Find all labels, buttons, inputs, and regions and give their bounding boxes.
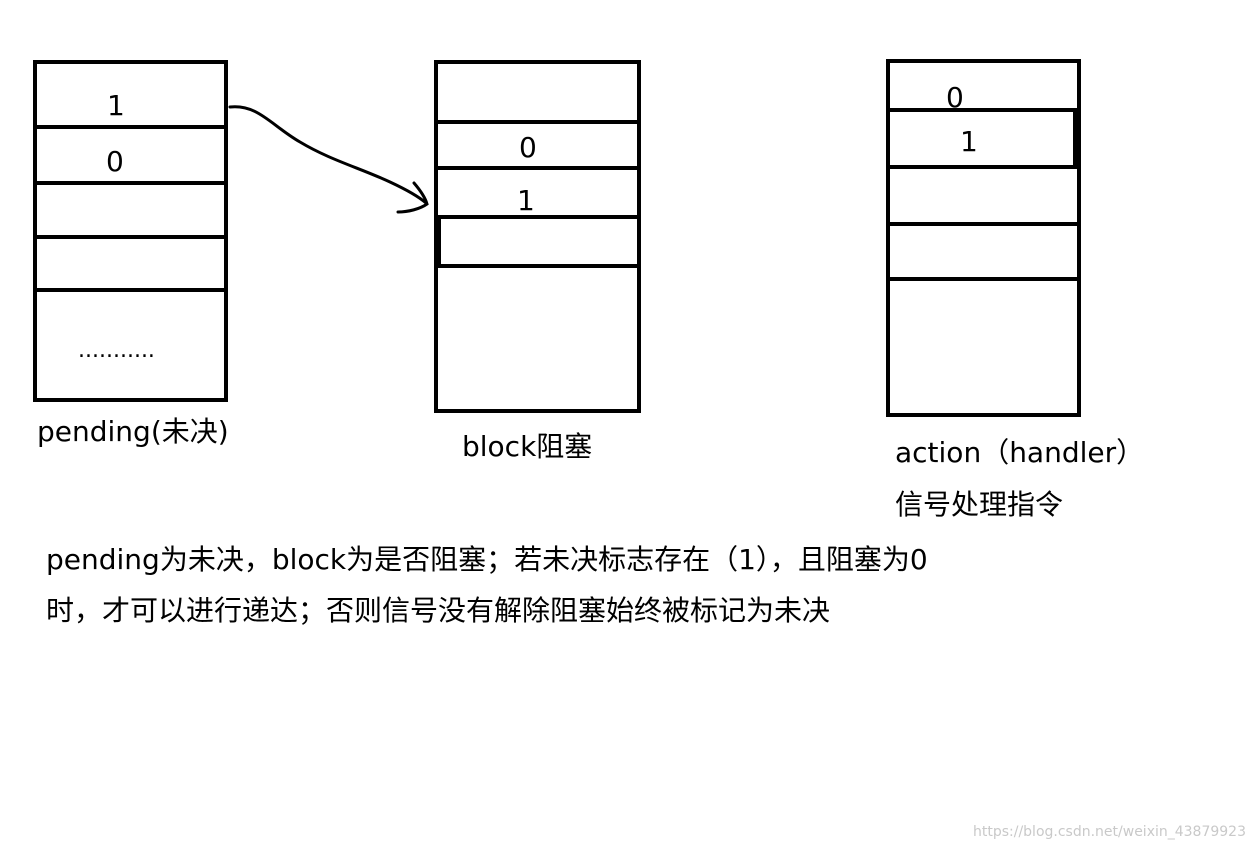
pending-table (33, 60, 228, 402)
pending-row-divider (33, 288, 228, 292)
note-line-2: 时，才可以进行递达；否则信号没有解除阻塞始终被标记为未决 (46, 594, 831, 627)
action-cell-border (1073, 108, 1077, 168)
action-cell-1: 0 (946, 81, 964, 114)
pending-label: pending(未决) (37, 415, 229, 448)
block-cell-highlight (437, 215, 441, 268)
pending-cell-2: 0 (106, 145, 124, 178)
block-row-divider (434, 264, 641, 268)
pending-row-divider (33, 181, 228, 185)
block-row-divider (434, 120, 641, 124)
block-cell-2: 0 (519, 131, 537, 164)
watermark: https://blog.csdn.net/weixin_43879923 (972, 824, 1246, 840)
pending-cell-1: 1 (107, 89, 125, 122)
action-row-divider (886, 108, 1081, 112)
pending-ellipsis: ........... (78, 338, 155, 363)
action-row-divider (886, 165, 1081, 169)
action-table (886, 59, 1081, 417)
pending-row-divider (33, 235, 228, 239)
action-cell-2: 1 (960, 125, 978, 158)
action-row-divider (886, 277, 1081, 281)
action-sublabel: 信号处理指令 (895, 488, 1064, 521)
block-row-divider (434, 215, 641, 219)
pending-row-divider (33, 125, 228, 129)
note-line-1: pending为未决，block为是否阻塞；若未决标志存在（1），且阻塞为0 (46, 543, 928, 576)
block-cell-3: 1 (517, 184, 535, 217)
action-row-divider (886, 222, 1081, 226)
action-label: action（handler） (895, 436, 1145, 469)
block-table (434, 60, 641, 413)
block-label: block阻塞 (462, 430, 593, 463)
block-row-divider (434, 166, 641, 170)
